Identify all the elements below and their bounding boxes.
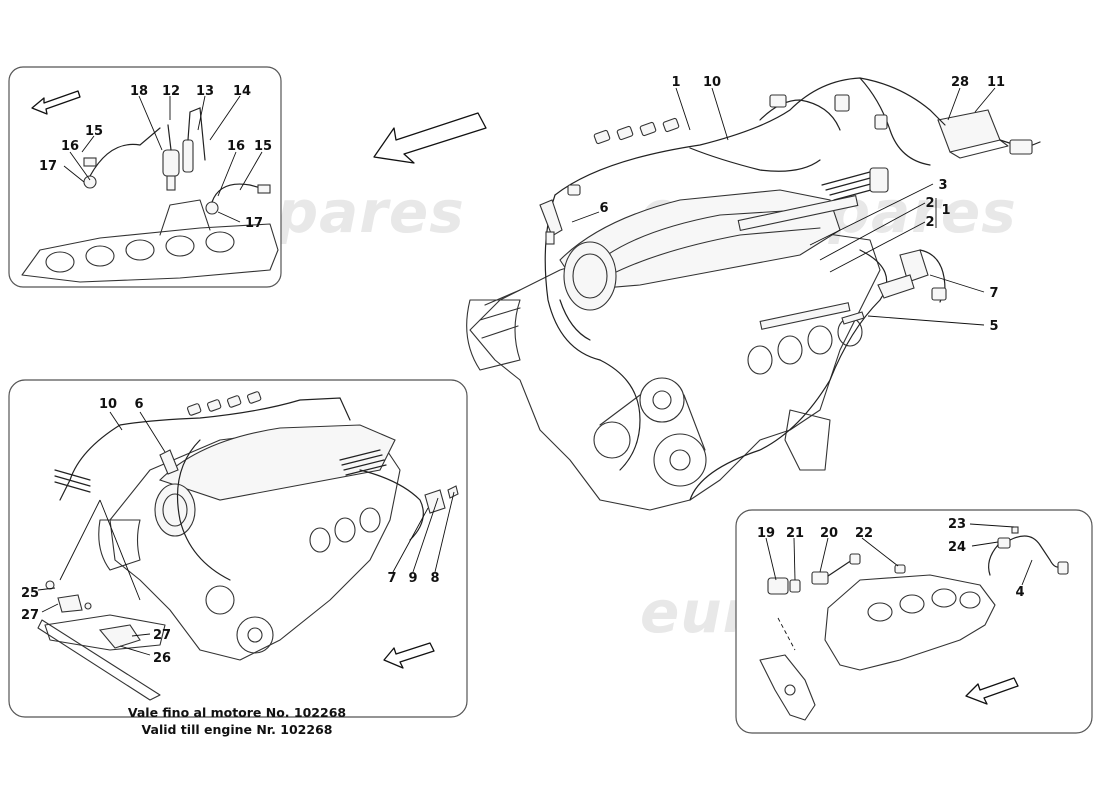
leader-lines (63, 95, 263, 223)
ignition-coil-row (187, 391, 262, 416)
leader-lines (571, 87, 996, 326)
callout-label: 27 (153, 628, 171, 643)
callout-label: 25 (21, 586, 39, 601)
callout-label: 11 (987, 75, 1005, 90)
callout-label: 24 (948, 540, 966, 555)
callout-label: 12 (162, 84, 180, 99)
applicability-note-english: Valid till engine Nr. 102268 (142, 722, 333, 737)
callout-label: 13 (196, 84, 214, 99)
camshaft-sensor (539, 199, 563, 245)
callout-label: 2 (925, 196, 934, 211)
callout-label: 6 (599, 201, 608, 216)
inset-bottom-right: 19 21 20 22 23 24 4 (735, 509, 1093, 734)
callout-label: 16 (61, 139, 79, 154)
ignition-coil-row (593, 117, 680, 145)
coil-connector-bundle (821, 167, 889, 201)
callout-label: 8 (430, 571, 439, 586)
knock-sensor-left (83, 127, 161, 189)
callout-label: 4 (1015, 585, 1024, 600)
callout-label: 18 (130, 84, 148, 99)
callout-label: 16 (227, 139, 245, 154)
callout-label: 14 (233, 84, 251, 99)
callout-label: 22 (855, 526, 873, 541)
inset-frame (735, 509, 1093, 734)
callout-label: 15 (85, 124, 103, 139)
callout-label: 27 (21, 608, 39, 623)
callout-label: 20 (820, 526, 838, 541)
direction-arrow-icon (31, 90, 81, 115)
callout-label: 17 (39, 159, 57, 174)
leader-lines (765, 523, 1033, 586)
inset-top-left: 18 12 13 14 16 15 17 16 15 17 (8, 66, 282, 288)
callout-label: 10 (99, 397, 117, 412)
callout-label: 19 (757, 526, 775, 541)
engine-control-unit (937, 109, 1041, 159)
temperature-sender (182, 107, 206, 173)
callout-label: 6 (134, 397, 143, 412)
direction-arrow-icon (373, 112, 487, 164)
callout-label: 9 (408, 571, 417, 586)
main-engine-assembly: 1 10 28 11 3 2 1 2 6 7 5 (466, 75, 1041, 511)
callout-label: 7 (989, 286, 998, 301)
callout-label: 15 (254, 139, 272, 154)
leader-lines (37, 411, 455, 656)
direction-arrow-icon (383, 642, 435, 669)
cylinder-head-outline (21, 199, 279, 283)
callout-label: 7 (387, 571, 396, 586)
phase-sensor-with-wire (988, 526, 1069, 576)
knock-sensor-right (205, 183, 271, 215)
applicability-note-italian: Vale fino al motore No. 102268 (128, 705, 346, 720)
pressure-sensor (162, 124, 180, 191)
callout-label: 5 (989, 319, 998, 334)
callout-label: 23 (948, 517, 966, 532)
callout-label: 3 (938, 178, 947, 193)
callout-label: 17 (245, 216, 263, 231)
callout-label: 28 (951, 75, 969, 90)
callout-label: 1 (941, 203, 950, 218)
callout-label: 1 (671, 75, 680, 90)
inset-bottom-left: 10 6 7 9 8 25 27 27 26 Vale fino al moto… (8, 379, 468, 737)
inset-frame (8, 66, 282, 288)
callout-label: 26 (153, 651, 171, 666)
callout-label: 21 (786, 526, 804, 541)
callout-label: 2 (925, 215, 934, 230)
direction-arrow-icon (965, 677, 1019, 705)
callout-label: 10 (703, 75, 721, 90)
oxygen-sensor (841, 311, 865, 325)
ignition-coil (877, 249, 947, 303)
